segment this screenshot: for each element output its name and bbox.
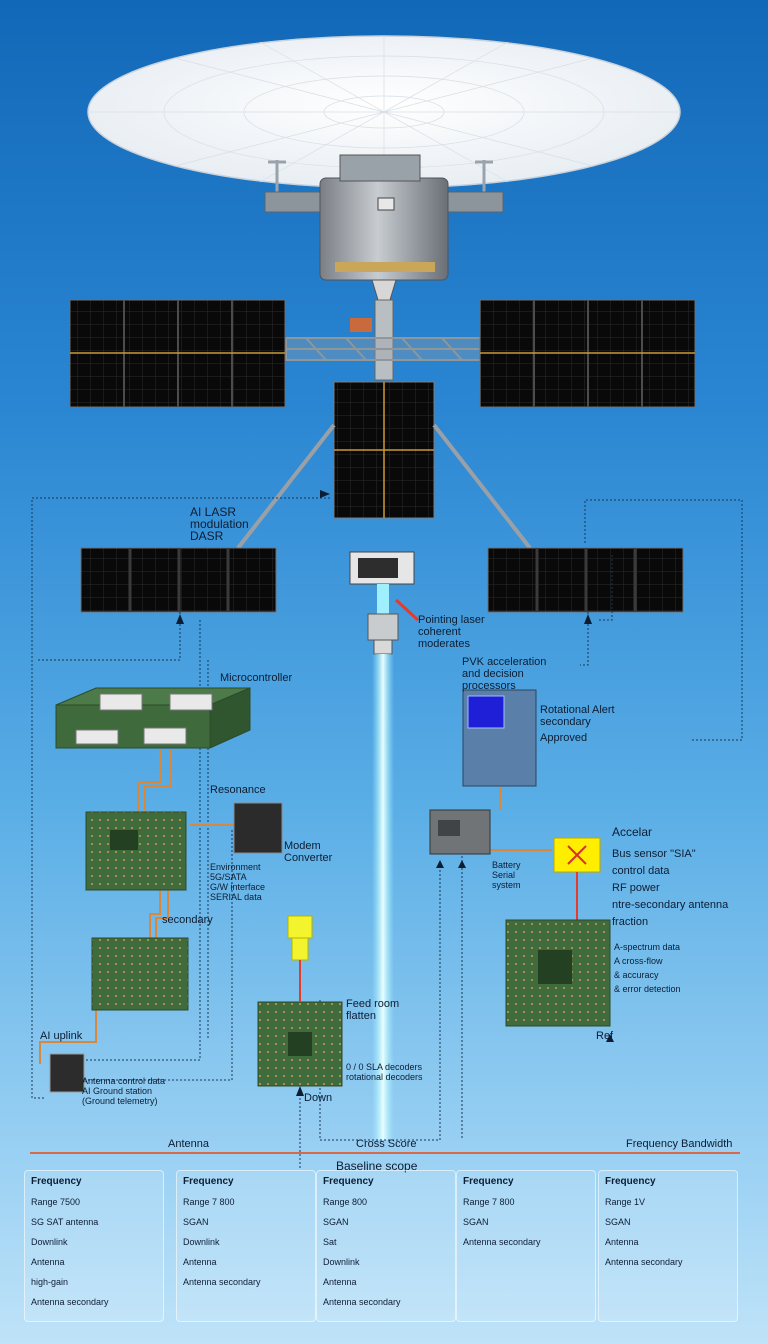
solar-wing-upper-left bbox=[69, 299, 286, 408]
column-subtitle: Range 7500 bbox=[31, 1197, 81, 1207]
solar-wing-lower-right bbox=[487, 547, 684, 613]
pcb-stack-microcontroller bbox=[55, 687, 251, 749]
label-approved: Approved bbox=[540, 732, 588, 744]
column-title: Frequency bbox=[605, 1176, 656, 1187]
modem-chip bbox=[233, 802, 283, 854]
laser-emitter bbox=[367, 613, 399, 655]
section-divider bbox=[30, 1152, 740, 1154]
column-line: SGAN bbox=[183, 1217, 209, 1227]
label-resonance: Resonance bbox=[210, 784, 266, 796]
column-line: Antenna secondary bbox=[605, 1257, 683, 1267]
pointing-arrow-icon bbox=[394, 598, 420, 622]
column-subtitle: Range 800 bbox=[323, 1197, 368, 1207]
column-line: Antenna bbox=[323, 1277, 357, 1287]
header-cross-score: Cross Score bbox=[356, 1138, 417, 1150]
column-line: SGAN bbox=[605, 1217, 631, 1227]
column-line: Antenna secondary bbox=[463, 1237, 541, 1247]
column-line: Downlink bbox=[31, 1237, 68, 1247]
support-struts bbox=[236, 423, 532, 550]
column-line: Antenna secondary bbox=[323, 1297, 401, 1307]
column-title: Frequency bbox=[463, 1176, 514, 1187]
label-sensor-block: Bus sensor "SIA" control data RF power n… bbox=[612, 848, 729, 928]
label-processing-right: PVK acceleration and decision processors bbox=[462, 656, 547, 692]
pcb-board-processor bbox=[462, 689, 537, 787]
label-spec-list: A-spectrum data A cross-flow & accuracy … bbox=[614, 942, 681, 994]
column-line: SG SAT antenna bbox=[31, 1217, 99, 1227]
column-line: Downlink bbox=[183, 1237, 220, 1247]
label-feed: Feed room flatten bbox=[346, 998, 400, 1022]
spec-column-2: Frequency Range 7 800 SGAN Downlink Ante… bbox=[176, 1170, 316, 1322]
laser-module bbox=[349, 551, 415, 585]
spec-column-4: Frequency Range 7 800 SGAN Antenna secon… bbox=[456, 1170, 596, 1322]
column-line: Antenna secondary bbox=[31, 1297, 109, 1307]
spec-column-3: Frequency Range 800 SGAN Sat Downlink An… bbox=[316, 1170, 456, 1322]
label-ai-uplink: AI uplink bbox=[40, 1030, 83, 1042]
column-line: Antenna bbox=[183, 1257, 217, 1267]
label-decoders: 0 / 0 SLA decoders rotational decoders bbox=[346, 1062, 423, 1082]
column-line: Downlink bbox=[323, 1257, 360, 1267]
column-line: Antenna bbox=[31, 1257, 65, 1267]
column-subtitle: Range 1V bbox=[605, 1197, 646, 1207]
label-ai-bottom: Antenna control data AI Ground station (… bbox=[82, 1076, 166, 1106]
spec-column-5: Frequency Range 1V SGAN Antenna Antenna … bbox=[598, 1170, 738, 1322]
spec-column-1: Frequency Range 7500 SG SAT antenna Down… bbox=[24, 1170, 164, 1322]
column-subtitle: Range 7 800 bbox=[183, 1197, 235, 1207]
column-title: Frequency bbox=[323, 1176, 374, 1187]
label-modem: Modem Converter bbox=[284, 840, 333, 864]
column-subtitle: Range 7 800 bbox=[463, 1197, 515, 1207]
column-title: Frequency bbox=[183, 1176, 234, 1187]
column-line: high-gain bbox=[31, 1277, 69, 1287]
pcb-board-feed bbox=[257, 1001, 343, 1087]
header-frequency-bandwidth: Frequency Bandwidth bbox=[626, 1138, 733, 1150]
label-battery: Battery Serial system bbox=[492, 860, 521, 890]
pcb-board-resonance bbox=[85, 811, 187, 891]
battery-chip bbox=[49, 1053, 85, 1093]
arrow-icons bbox=[176, 490, 614, 1096]
column-line: Antenna bbox=[605, 1237, 639, 1247]
label-microcontroller: Microcontroller bbox=[220, 672, 293, 684]
column-title: Frequency bbox=[31, 1176, 82, 1187]
io-module bbox=[429, 809, 491, 855]
solar-wing-lower-left bbox=[80, 547, 277, 613]
solar-truss bbox=[285, 337, 483, 361]
label-pointing: Pointing laser coherent moderates bbox=[418, 614, 485, 650]
laser-beam bbox=[372, 654, 394, 1140]
column-line: SGAN bbox=[323, 1217, 349, 1227]
antenna-dish bbox=[87, 35, 681, 189]
laser-short-beam bbox=[377, 584, 389, 614]
solar-wing-upper-right bbox=[479, 299, 696, 408]
column-line: Sat bbox=[323, 1237, 337, 1247]
solar-panel-center bbox=[333, 381, 435, 519]
label-ref: Ref bbox=[596, 1030, 614, 1042]
yellow-connector-icon bbox=[287, 915, 313, 1002]
label-ai-laser: AI LASR modulation DASR bbox=[190, 505, 249, 543]
pcb-board-secondary bbox=[91, 937, 189, 1011]
column-line: Antenna secondary bbox=[183, 1277, 261, 1287]
pcb-board-accel bbox=[505, 919, 611, 1027]
label-status-alert: Rotational Alert secondary bbox=[540, 704, 615, 728]
accel-warning-icon bbox=[553, 837, 601, 920]
label-environment: Environment 5G/SATA G/W interface SERIAL… bbox=[210, 862, 266, 902]
label-accel: Accelar bbox=[612, 825, 653, 839]
label-secondary: secondary bbox=[162, 914, 213, 926]
header-baseline-scope: Baseline scope bbox=[336, 1159, 418, 1173]
column-line: SGAN bbox=[463, 1217, 489, 1227]
label-down: Down bbox=[304, 1092, 333, 1104]
header-antenna: Antenna bbox=[168, 1138, 209, 1150]
